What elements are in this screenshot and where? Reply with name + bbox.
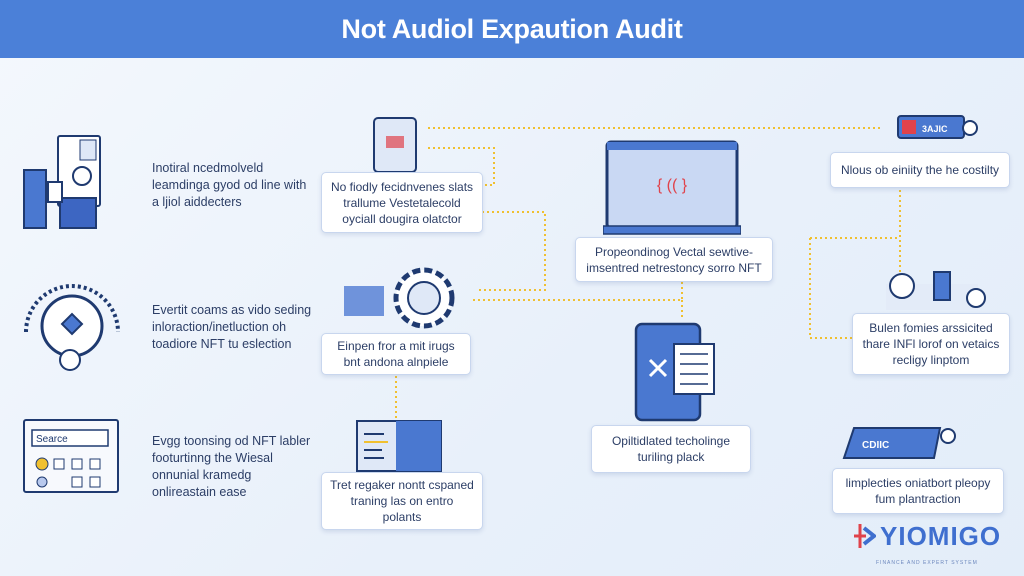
tablet-icon [373, 117, 417, 173]
gear-settings-icon [344, 267, 455, 329]
logo-name: YIOMIGO [880, 521, 1002, 551]
card-tag-icon: CDIIC [842, 427, 956, 459]
badge-tag-icon: 3AJIC [897, 115, 978, 139]
security-shield-gauge-icon [24, 284, 120, 371]
info-box-badge: Nlous ob einiity the he costilty [830, 152, 1010, 188]
info-box-tools: Bulen fomies arssicited thare INFl lorof… [852, 313, 1010, 375]
description-text: Evgg toonsing od NFT labler footurtinng … [152, 434, 311, 499]
clipboard-checklist-icon [634, 322, 715, 422]
info-box-document: Tret regaker nontt cspaned traning las o… [321, 472, 483, 530]
info-box-laptop: Propeondinog Vectal sewtive- imsentred n… [575, 237, 773, 282]
info-box-gear: Einpen fror a mit irugs bnt andona alnpi… [321, 333, 471, 375]
laptop-icon: { (( } [603, 140, 741, 235]
logo-mark-icon [854, 524, 876, 548]
app-window-icon: Searce [23, 419, 119, 493]
info-box-clipboard: Opiltidlated techolinge turiling plack [591, 425, 751, 473]
connector-line [478, 211, 546, 291]
info-box-card: limplecties oniatbort pleopy fum plantra… [832, 468, 1004, 514]
tools-equipment-icon [886, 271, 986, 310]
description-text: Inotiral ncedmolveld leamdinga gyod od l… [152, 161, 307, 209]
badge-tag-label: 3AJIC [922, 124, 948, 134]
brand-logo: YIOMIGO [852, 522, 1001, 550]
document-profile-icon [356, 420, 442, 472]
info-box-tablet: No fiodly fecidnvenes slats trallume Ves… [321, 172, 483, 233]
code-brackets-label: { (( } [657, 177, 688, 194]
header-bar: Not Audiol Expaution Audit [0, 0, 1024, 58]
description-text: Evertit coams as vido seding inloraction… [152, 303, 312, 351]
building-document-icon [23, 135, 101, 229]
page-title: Not Audiol Expaution Audit [341, 13, 683, 44]
connector-line [470, 282, 683, 301]
logo-tagline: FINANCE AND EXPERT SYSTEM [876, 560, 978, 566]
card-tag-label: CDIIC [862, 440, 889, 451]
search-field-label: Searce [36, 434, 68, 445]
